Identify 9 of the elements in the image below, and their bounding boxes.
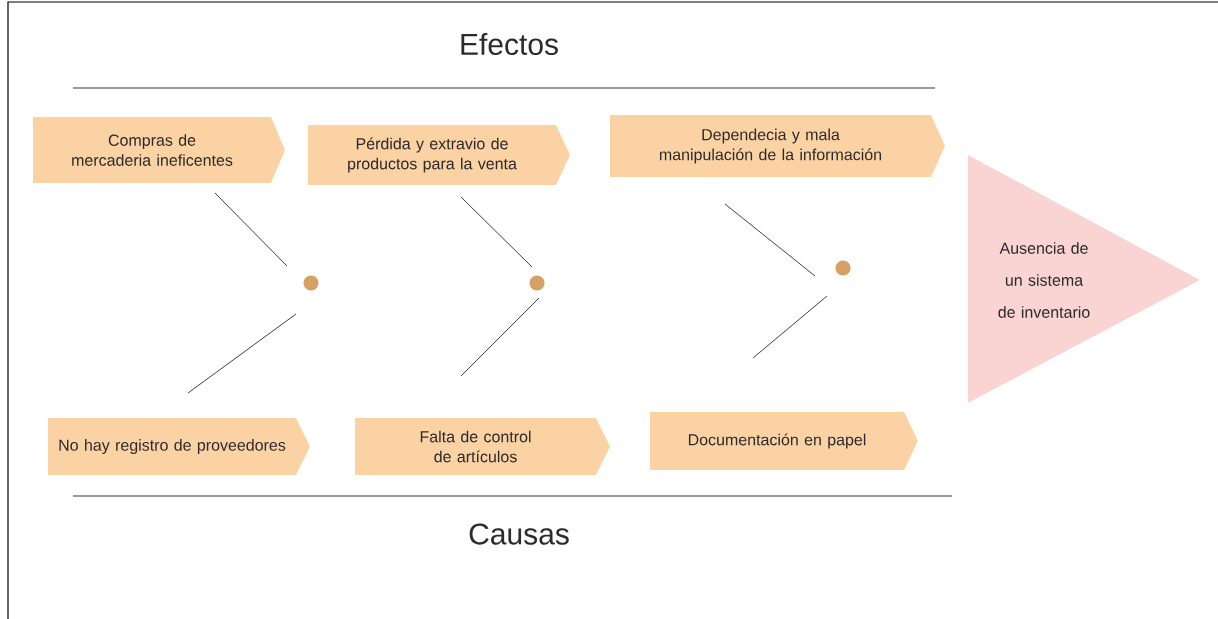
cause-box: No hay registro de proveedores <box>48 418 310 475</box>
effect-triangle: Ausencia de un sistema de inventario <box>968 155 1200 403</box>
heading: Efectos <box>461 33 558 55</box>
effect-box: Dependecia y mala manipulación de la información <box>610 115 945 177</box>
effect-box: Compras de mercaderia ineficentes <box>33 117 285 183</box>
effect-box: Pérdida y extravio de productos para la venta <box>308 125 570 185</box>
cause-box: Falta de control de artículos <box>355 418 610 475</box>
heading: Causas <box>469 523 569 545</box>
cause-box: Documentación en papel <box>650 412 918 470</box>
